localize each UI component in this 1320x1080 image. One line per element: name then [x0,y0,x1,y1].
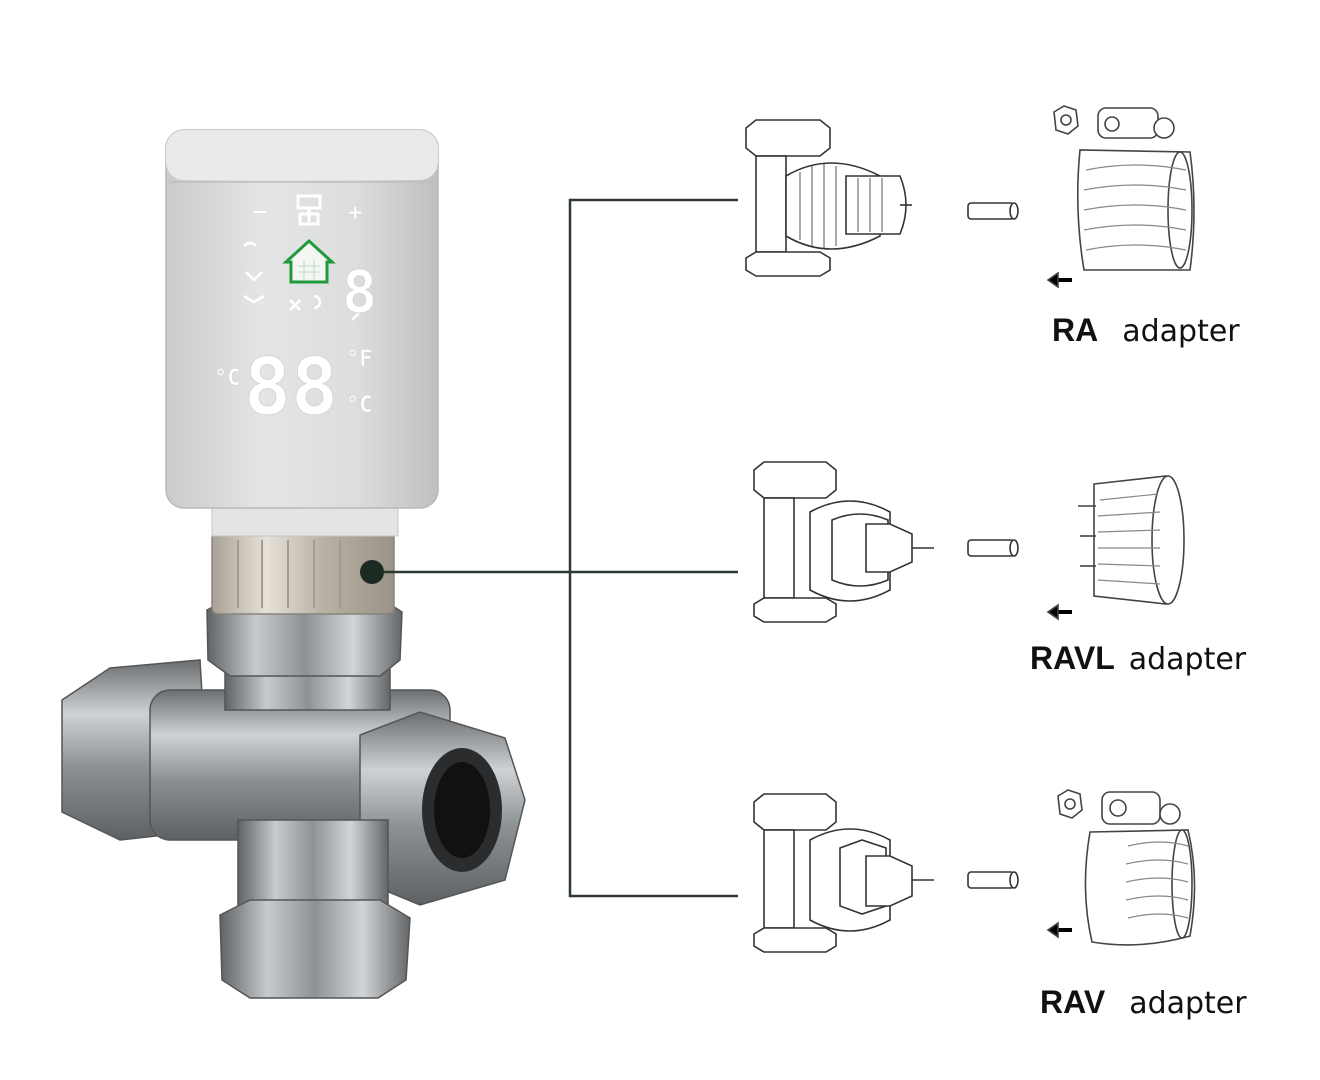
connector-lines [384,198,738,898]
adapter-code-ravl: RAVL [1030,640,1115,676]
adapter-label-ravl: RAVL adapter [1030,640,1246,677]
thermostat-display: − + 8 88 °C °F ° [214,194,377,434]
unit-celsius-left: °C [214,366,241,391]
home-icon-grid [298,260,320,280]
adapter-word-rav: adapter [1129,986,1247,1021]
coupling-ring [211,507,399,615]
valve-drawing-rav [753,793,934,953]
adapter-word-ravl: adapter [1128,642,1247,677]
valve-icon [296,194,322,226]
adapter-label-ra: RA adapter [1052,312,1240,349]
pin-ra [967,202,1019,220]
side-digit: 8 [342,258,377,326]
unit-fahrenheit: °F [346,347,373,372]
adapter-code-ra: RA [1052,312,1099,348]
home-icon [282,238,336,284]
minus-button-glyph: − [252,197,268,227]
pin-rav [967,871,1019,889]
main-digits: 88 [244,343,338,433]
thermostat-head [165,129,439,509]
plus-button-glyph: + [348,198,362,226]
connector-branch-ra [568,198,738,572]
adapter-word-ra: adapter [1122,314,1240,349]
connector-branch-rav [568,572,738,898]
adapter-label-rav: RAV adapter [1040,984,1247,1021]
unit-celsius-right: °C [346,393,373,418]
pin-ravl [967,539,1019,557]
valve-body [61,597,526,999]
valve-drawing-ravl [753,461,934,623]
adapter-drawing-ra [1046,105,1195,289]
adapter-drawing-rav [1046,789,1196,946]
valve-drawing-ra [745,119,912,277]
adapter-code-rav: RAV [1040,984,1106,1020]
status-icons [243,241,361,321]
adapter-drawing-ravl [1046,475,1185,621]
connector-dot [360,560,384,584]
